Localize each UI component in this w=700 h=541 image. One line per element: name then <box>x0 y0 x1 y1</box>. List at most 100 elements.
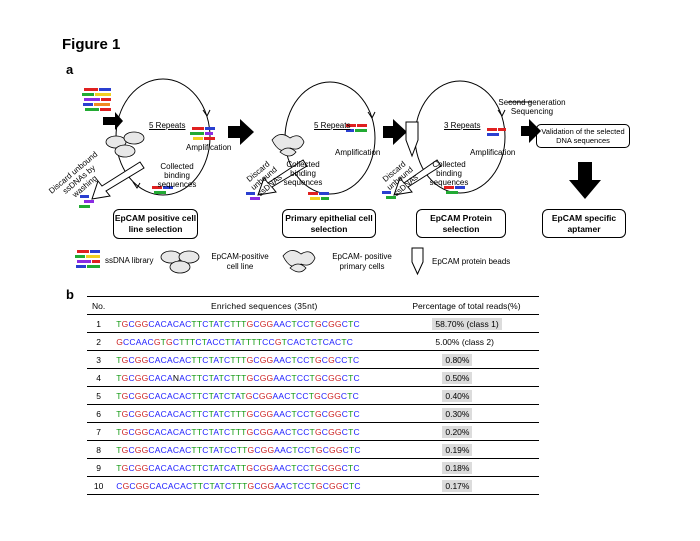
discard-arrow-1 <box>91 161 145 200</box>
legend-primary-label: EpCAM- positive primary cells <box>332 252 392 271</box>
collected-1: Collected binding sequences <box>157 162 197 189</box>
percentage-value: 58.70% (class 1) <box>432 317 502 330</box>
row-number: 3 <box>96 354 101 365</box>
legend-library-icon <box>75 250 100 268</box>
row-number: 8 <box>96 444 101 455</box>
enriched-sequences-table: No. Enriched sequences (35nt) Percentage… <box>87 296 539 495</box>
table-row: 8 TGCGGCACACACTTCTATCCTTGCGGAACTCCTGCGGCT… <box>87 441 539 459</box>
ssdna-library-cluster <box>82 88 111 111</box>
collected-cluster-1 <box>152 186 173 194</box>
discarded-cluster-3 <box>382 191 396 199</box>
percentage-cell: 0.30% <box>412 405 539 423</box>
stage2-box: Primary epithelial cell selection <box>282 209 376 238</box>
discard-arrow-3 <box>393 159 442 196</box>
percentage-cell: 5.00% (class 2) <box>412 333 539 351</box>
row-number: 5 <box>96 390 101 401</box>
legend-beads-label: EpCAM protein beads <box>432 257 511 266</box>
collected-cluster-2 <box>308 192 329 200</box>
percentage-cell: 0.19% <box>412 441 539 459</box>
table-row: 2 GCCAACGTGCTTTCTACCTTATTTTCCGTCACTCTCACT… <box>87 333 539 351</box>
row-number: 6 <box>96 408 101 419</box>
percentage-value: 0.80% <box>442 353 473 366</box>
cell-line-icon <box>105 131 145 158</box>
panel-a-label: a <box>66 62 74 77</box>
percentage-cell: 0.80% <box>412 351 539 369</box>
percentage-value: 0.50% <box>442 371 473 384</box>
percentage-value: 0.17% <box>442 479 473 492</box>
figure-title: Figure 1 <box>62 36 121 53</box>
validation-box: Validation of the selected DNA sequences <box>536 124 630 148</box>
discard-arrow-2 <box>257 159 308 196</box>
table-row: 6 TGCGGCACACACTTCTATCTTTGCGGAACTCCTGCGGCT… <box>87 405 539 423</box>
sequence-cell: TGCGGCACANACTTCTATCTTTGCGGAACTCCTGCGGCTC <box>116 372 360 383</box>
percentage-cell: 0.40% <box>412 387 539 405</box>
sequence-cell: TGCGGCACACACTTCTATCCTTGCGGAACTCCTGCGGCTC <box>116 444 361 455</box>
amplified-cluster-2 <box>346 124 367 132</box>
table-header-row: No. Enriched sequences (35nt) Percentage… <box>87 296 539 315</box>
row-number: 9 <box>96 462 101 473</box>
discarded-cluster-2 <box>246 192 260 200</box>
table-row: 3 TGCGGCACACACTTCTATCTTTGCGGAACTCCTGCGCCT… <box>87 351 539 369</box>
sequence-cell: TGCGGCACACACTTCTATCTTTGCGGAACTCCTGCGGCTC <box>116 408 360 419</box>
legend-cell-line-icon <box>160 250 200 274</box>
primary-cells-icon <box>271 134 305 157</box>
percentage-cell: 58.70% (class 1) <box>412 315 539 333</box>
collected-2: Collected binding sequences <box>283 160 323 187</box>
table-row: 10 CGCGGCACACACTTCTATCTTTGCGGAACTCCTGCGGC… <box>87 477 539 495</box>
stage-arrow-3 <box>521 119 541 143</box>
percentage-value: 5.00% (class 2) <box>435 336 494 347</box>
stage3-box: EpCAM Protein selection <box>416 209 506 238</box>
panel-b-label: b <box>66 287 74 302</box>
legend-primary-icon <box>282 250 316 273</box>
sequence-cell: GCCAACGTGCTTTCTACCTTATTTTCCGTCACTCTCACTC <box>116 336 354 347</box>
amplification-1: Amplification <box>186 143 232 152</box>
percentage-value: 0.30% <box>442 407 473 420</box>
row-number: 2 <box>96 336 101 347</box>
repeats-1: 5 Repeats <box>149 121 186 130</box>
percentage-value: 0.40% <box>442 389 473 402</box>
sequence-cell: TGCGGCACACACTTCTATCTTTGCGGAACTCCTGCGGCTC <box>116 426 360 437</box>
amplified-cluster-1 <box>190 127 215 140</box>
amplification-2: Amplification <box>335 148 381 157</box>
sequencing-label: Second generation Sequencing <box>498 98 566 116</box>
collected-3: Collected binding sequences <box>429 160 469 187</box>
header-pct: Percentage of total reads(%) <box>412 300 521 311</box>
table-row: 7 TGCGGCACACACTTCTATCTTTGCGGAACTCCTGCGGCT… <box>87 423 539 441</box>
row-number: 4 <box>96 372 101 383</box>
percentage-cell: 0.18% <box>412 459 539 477</box>
row-number: 7 <box>96 426 101 437</box>
row-number: 1 <box>96 318 101 329</box>
repeats-3: 3 Repeats <box>444 121 481 130</box>
table-row: 4 TGCGGCACANACTTCTATCTTTGCGGAACTCCTGCGGCT… <box>87 369 539 387</box>
legend-cell-line-label: EpCAM-positive cell line <box>211 252 269 271</box>
percentage-cell: 0.20% <box>412 423 539 441</box>
sequence-cell: CGCGGCACACACTTCTATCTTTGCGGAACTCCTGCGGCTC <box>116 480 361 491</box>
stage-arrow-2 <box>383 119 407 145</box>
header-seq: Enriched sequences (35nt) <box>211 300 318 311</box>
repeats-2: 5 Repeats <box>314 121 351 130</box>
header-no: No. <box>92 300 106 311</box>
collected-cluster-3 <box>444 186 465 194</box>
percentage-value: 0.18% <box>442 461 473 474</box>
amplified-cluster-3 <box>487 128 506 136</box>
table-row: 9 TGCGGCACACACTTCTATCATTGCGGAACTCCTGCGGCT… <box>87 459 539 477</box>
discarded-cluster-1 <box>79 195 94 208</box>
sequence-cell: TGCGGCACACACTTCTATCATTGCGGAACTCCTGCGGCTC <box>116 462 360 473</box>
legend-library-label: ssDNA library <box>105 256 154 265</box>
percentage-cell: 0.17% <box>412 477 539 495</box>
sequence-cell: TGCGGCACACACTTCTATCTTTGCGGAACTCCTGCGGCTC <box>116 318 360 329</box>
sequence-cell: TGCGGCACACACTTCTATCTATGCGGAACTCCTGCGGCTC <box>116 390 360 401</box>
aptamer-box: EpCAM specific aptamer <box>542 209 626 238</box>
legend-beads-icon <box>411 247 424 276</box>
percentage-value: 0.19% <box>442 443 473 456</box>
stage1-box: EpCAM positive cell line selection <box>113 209 198 239</box>
amplification-3: Amplification <box>470 148 516 157</box>
stage-arrow-1 <box>228 119 254 145</box>
row-number: 10 <box>93 480 104 491</box>
percentage-value: 0.20% <box>442 425 473 438</box>
bead-tube-icon <box>405 121 419 158</box>
table-row: 1 TGCGGCACACACTTCTATCTTTGCGGAACTCCTGCGGCT… <box>87 315 539 333</box>
sequence-cell: TGCGGCACACACTTCTATCTTTGCGGAACTCCTGCGCCTC <box>116 354 360 365</box>
percentage-cell: 0.50% <box>412 369 539 387</box>
